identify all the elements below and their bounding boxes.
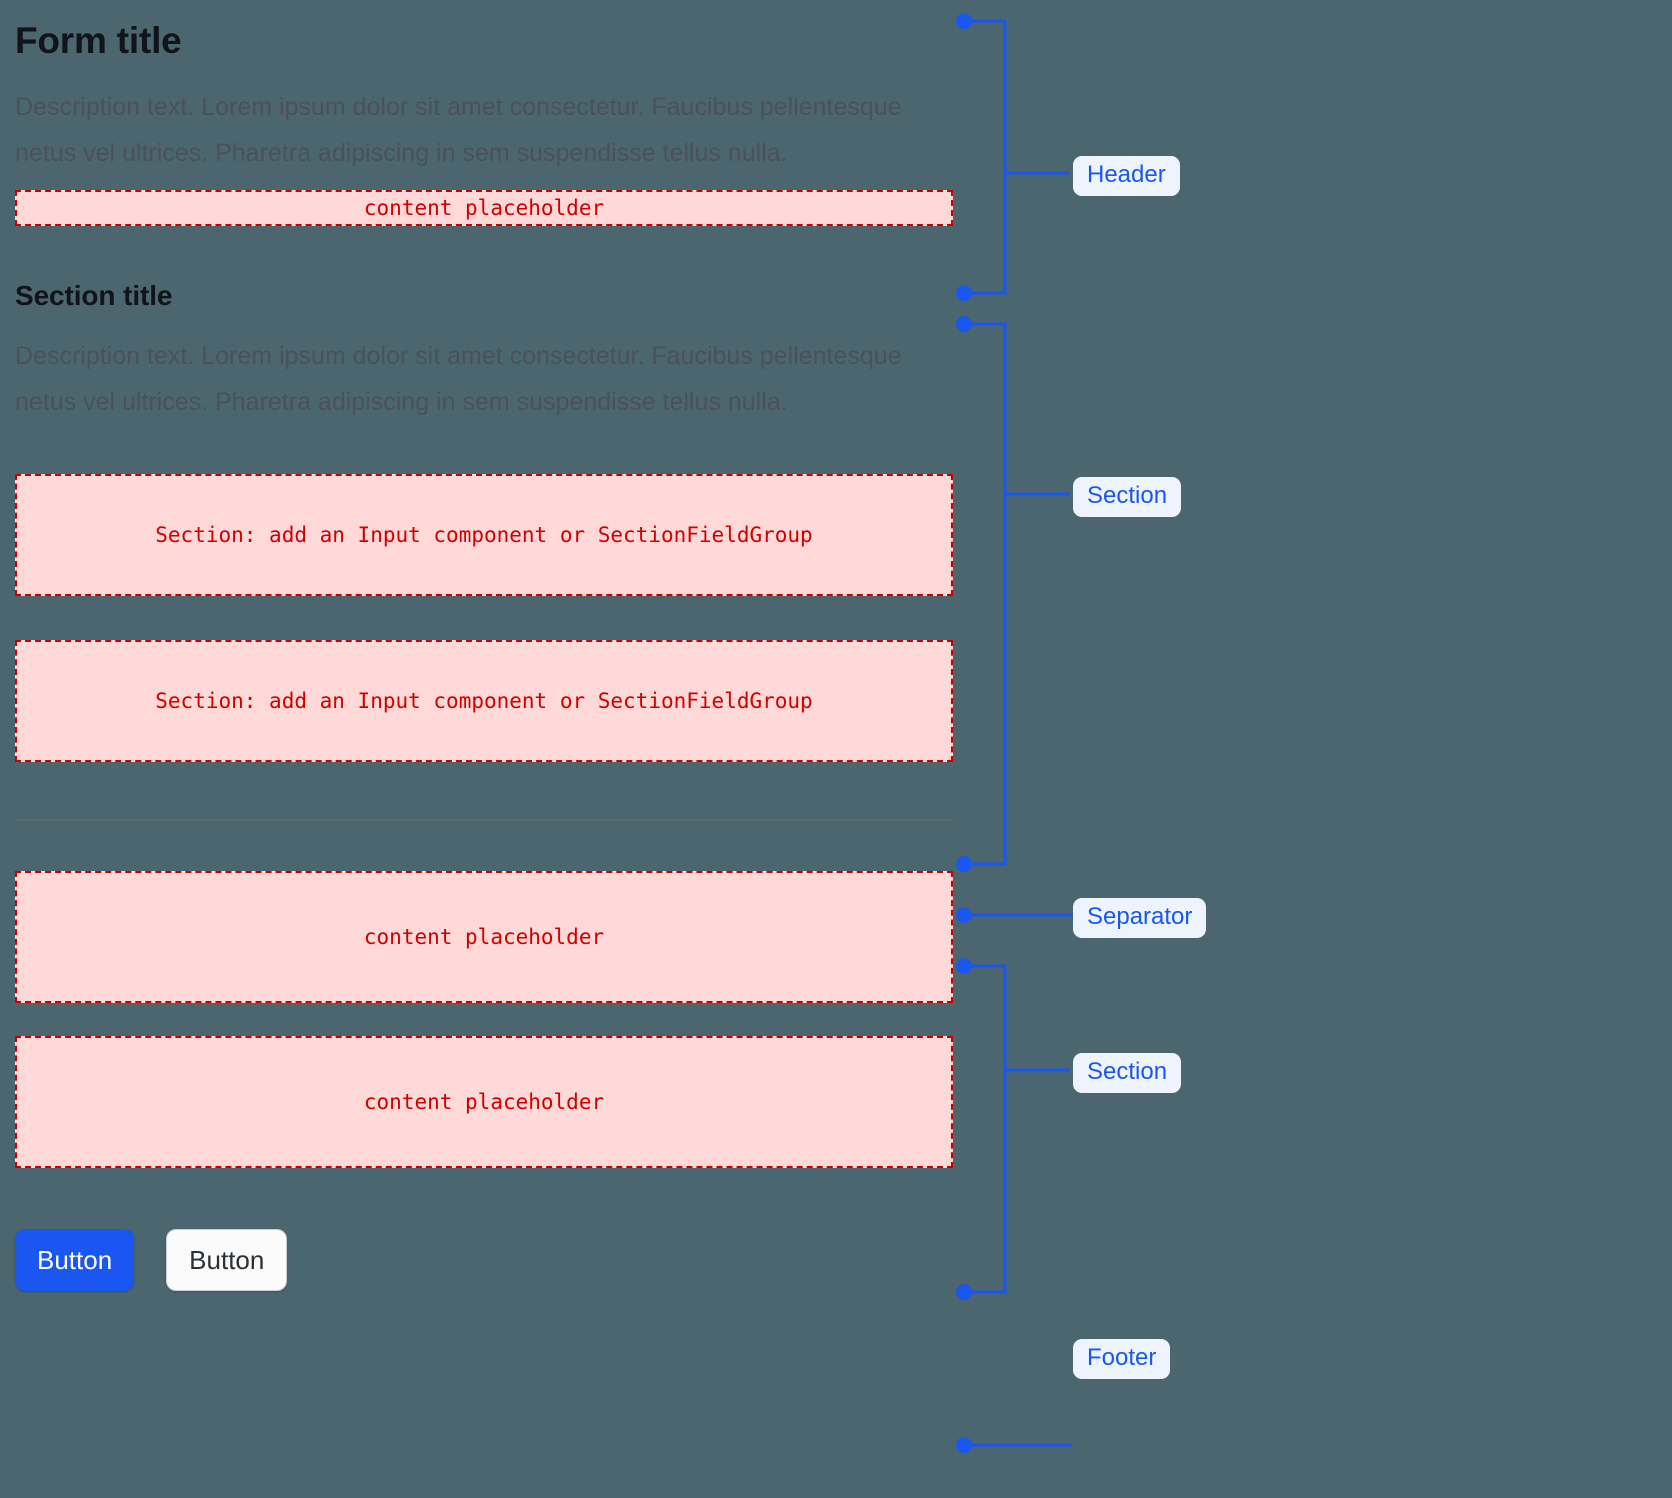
footer-dot	[956, 1437, 972, 1453]
annotation-label-footer: Footer	[1073, 1339, 1171, 1380]
section-description: Description text. Lorem ipsum dolor sit …	[15, 342, 902, 417]
annotation-label-section: Section	[1073, 477, 1182, 518]
annotation-label-section-2: Section	[1073, 1053, 1182, 1094]
section2-bracket	[964, 964, 1007, 1294]
form-section-block: Section title Description text. Lorem ip…	[15, 278, 953, 763]
page-title: Form title	[15, 20, 182, 61]
primary-button[interactable]: Button	[15, 1229, 135, 1292]
section2-dot-bottom	[956, 1284, 972, 1300]
section-title: Section title	[15, 280, 173, 312]
header-bracket	[964, 19, 1007, 295]
header-dot-bottom	[956, 285, 972, 301]
section-field-placeholder-1: Section: add an Input component or Secti…	[15, 474, 953, 597]
section-field-placeholder-2-label: Section: add an Input component or Secti…	[155, 689, 813, 714]
section-bracket	[964, 322, 1007, 866]
separator-dot	[956, 907, 972, 923]
section-dot-top	[956, 316, 972, 332]
form-preview-column: Form title Description text. Lorem ipsum…	[15, 0, 953, 1292]
annotation-dots	[956, 13, 972, 1453]
form-header-block: Form title Description text. Lorem ipsum…	[15, 18, 953, 227]
section-field-placeholder-2: Section: add an Input component or Secti…	[15, 640, 953, 763]
annotation-label-separator: Separator	[1073, 898, 1207, 939]
section2-content-placeholder-2: content placeholder	[15, 1036, 953, 1169]
header-dot-top	[956, 13, 972, 29]
section2-content-placeholder-1: content placeholder	[15, 871, 953, 1004]
header-description: Description text. Lorem ipsum dolor sit …	[15, 93, 902, 168]
secondary-button[interactable]: Button	[166, 1229, 288, 1292]
header-content-placeholder: content placeholder	[15, 190, 953, 227]
annotation-label-header: Header	[1073, 156, 1180, 197]
form-footer-block: Button Button	[15, 1229, 953, 1292]
form-section-block-2: content placeholder content placeholder	[15, 871, 953, 1169]
header-placeholder-label: content placeholder	[363, 196, 605, 221]
separator	[15, 819, 953, 822]
section2-placeholder-1-label: content placeholder	[363, 925, 605, 950]
section2-placeholder-2-label: content placeholder	[363, 1090, 605, 1115]
section-field-placeholder-1-label: Section: add an Input component or Secti…	[155, 523, 813, 548]
section-dot-bottom	[956, 856, 972, 872]
section2-dot-top	[956, 958, 972, 974]
